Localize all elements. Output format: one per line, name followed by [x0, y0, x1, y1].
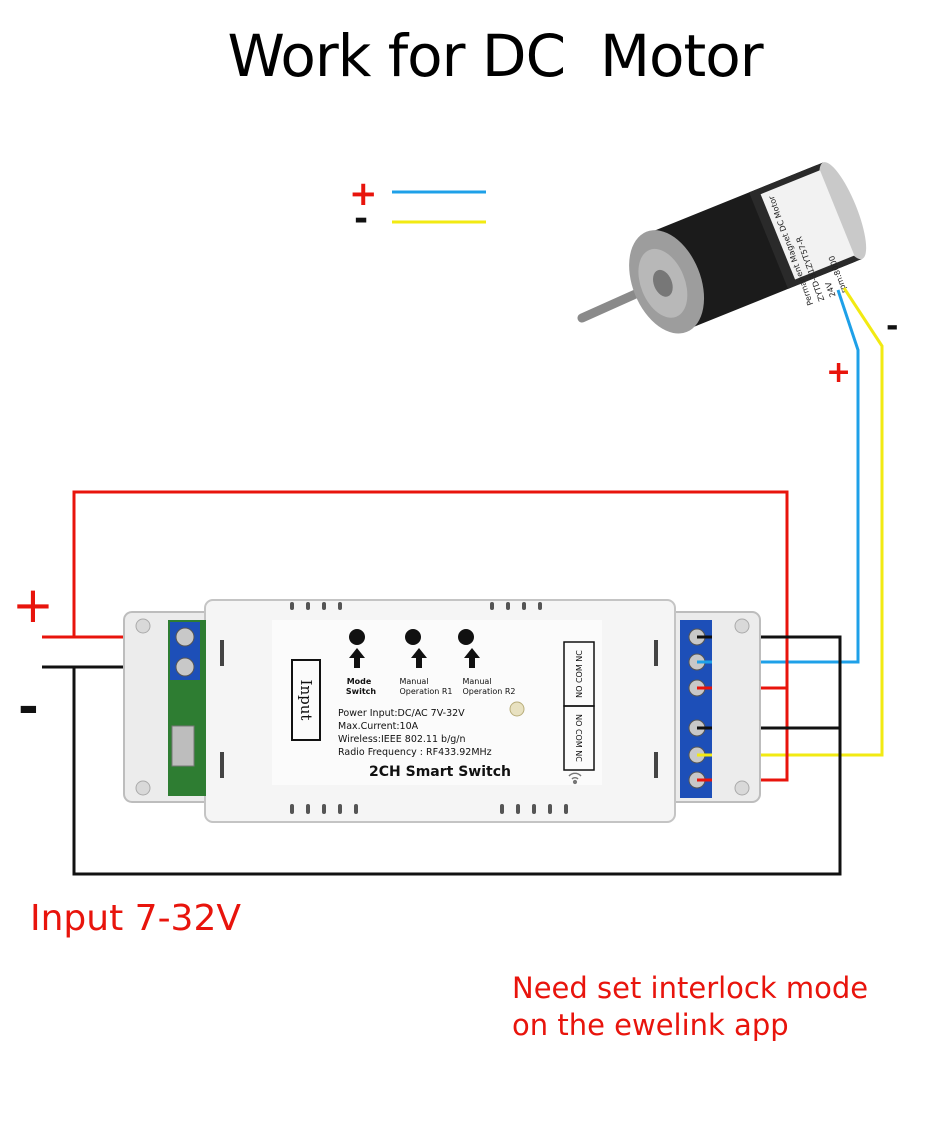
top-vents	[290, 602, 542, 610]
black-loop-wire	[72, 635, 842, 876]
status-led	[509, 701, 525, 717]
interlock-note: Need set interlock mode on the ewelink a…	[512, 970, 932, 1044]
usb-port	[171, 725, 195, 767]
input-minus-label: -	[18, 678, 39, 736]
manual-r1-label-1: Manual	[399, 677, 428, 686]
relay-2-label: NO COM NC	[574, 714, 583, 762]
motor-minus-label: -	[886, 309, 898, 344]
mode-switch-button[interactable]	[349, 629, 365, 645]
manual-r2-button[interactable]	[458, 629, 474, 645]
motor-shaft	[577, 287, 645, 323]
dc-motor: Permanent Magnet DC Motor ZYTD-31ZYT57-R…	[577, 162, 867, 334]
page-title: Work for DC Motor	[227, 22, 763, 90]
legend-plus-label: +	[349, 174, 378, 214]
device-label	[272, 620, 602, 785]
manual-r1-arrow-icon	[411, 648, 427, 668]
motor-blue-wire	[712, 289, 860, 664]
red-loop-wire	[72, 490, 789, 782]
input-voltage-caption: Input 7-32V	[30, 898, 241, 939]
manual-r1-button[interactable]	[405, 629, 421, 645]
manual-r2-label-2: Operation R2	[462, 687, 515, 696]
spec-radio-frequency: Radio Frequency : RF433.92MHz	[338, 747, 492, 758]
mode-switch-label-1: Mode	[347, 677, 372, 686]
spec-max-current: Max.Current:10A	[338, 721, 419, 732]
note-line-2: on the ewelink app	[512, 1008, 789, 1042]
spec-power-input: Power Input:DC/AC 7V-32V	[338, 708, 465, 719]
output-terminal-block	[680, 620, 712, 798]
motor-yellow-wire	[712, 287, 884, 757]
spec-wireless: Wireless:IEEE 802.11 b/g/n	[338, 734, 466, 745]
mode-switch-arrow-icon	[349, 648, 365, 668]
legend-minus-label: -	[354, 199, 368, 239]
mode-switch-label-2: Switch	[346, 687, 376, 696]
motor-rear-cap	[819, 162, 867, 260]
relay-2-label-box	[563, 705, 595, 771]
input-terminal-screw-1	[175, 627, 195, 647]
manual-r1-label-2: Operation R1	[399, 687, 452, 696]
device-name: 2CH Smart Switch	[369, 764, 511, 780]
relay-1-label: NO COM NC	[575, 650, 584, 698]
note-line-1: Need set interlock mode	[512, 971, 869, 1005]
input-label-box	[291, 659, 321, 741]
wifi-icon	[568, 772, 582, 785]
bottom-vents	[290, 804, 568, 814]
input-terminal-screw-2	[175, 657, 195, 677]
input-plus-label: +	[12, 576, 54, 634]
input-label: Input	[297, 680, 315, 721]
manual-r2-arrow-icon	[464, 648, 480, 668]
motor-label-plate	[760, 170, 855, 280]
manual-r2-label-1: Manual	[462, 677, 491, 686]
motor-plus-label: +	[826, 355, 851, 390]
smart-switch-device: Input Mode Switch Manual Operation R1 Ma…	[123, 599, 761, 823]
